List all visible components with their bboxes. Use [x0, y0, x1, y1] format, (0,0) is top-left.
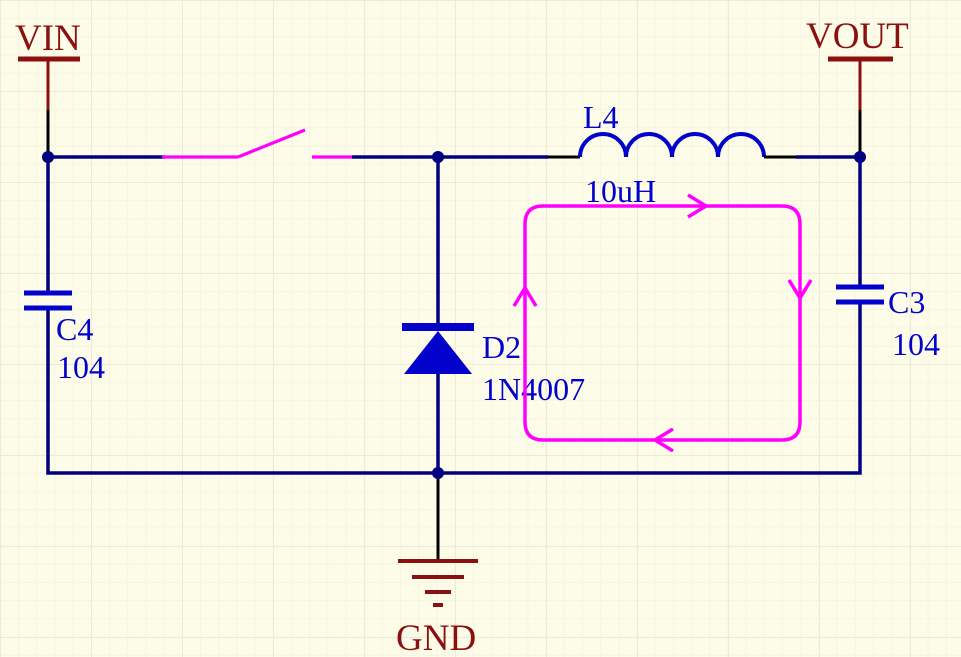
- arrow-left-icon: [651, 427, 674, 453]
- junction-dots: [42, 151, 866, 479]
- capacitor-value-label[interactable]: 104: [892, 326, 940, 362]
- arrow-right-icon: [687, 193, 710, 219]
- current-loop-annotation[interactable]: [512, 193, 813, 453]
- switch-blade: [237, 128, 306, 159]
- inductor-l4[interactable]: L4 10uH: [548, 99, 796, 209]
- capacitor-ref-label[interactable]: C3: [888, 284, 925, 320]
- inductor-ref-label[interactable]: L4: [583, 99, 619, 135]
- diode-value-label[interactable]: 1N4007: [482, 371, 585, 407]
- capacitor-ref-label[interactable]: C4: [56, 311, 93, 347]
- junction-dot: [854, 151, 866, 163]
- current-loop-path: [523, 204, 802, 442]
- power-port-vin[interactable]: VIN: [15, 18, 81, 157]
- arrow-up-icon: [512, 284, 538, 307]
- capacitor-c3[interactable]: C3 104: [836, 284, 940, 362]
- gnd-label[interactable]: GND: [396, 618, 476, 657]
- capacitor-value-label[interactable]: 104: [57, 349, 105, 385]
- power-port-vout[interactable]: VOUT: [806, 16, 909, 157]
- diode-ref-label[interactable]: D2: [482, 329, 521, 365]
- inductor-coil-icon: [578, 132, 766, 158]
- capacitor-c4[interactable]: C4 104: [24, 290, 105, 385]
- wire-net[interactable]: [46, 155, 862, 475]
- junction-dot: [42, 151, 54, 163]
- diode-d2[interactable]: D2 1N4007: [402, 323, 585, 407]
- diode-triangle-icon: [404, 331, 472, 374]
- switch-symbol[interactable]: [162, 128, 352, 159]
- junction-dot: [432, 151, 444, 163]
- junction-dot: [432, 467, 444, 479]
- arrow-down-icon: [787, 279, 813, 302]
- vin-label[interactable]: VIN: [15, 18, 81, 59]
- wire-ground-rail[interactable]: [46, 302, 862, 475]
- ground-symbol[interactable]: GND: [396, 473, 478, 657]
- vout-label[interactable]: VOUT: [806, 16, 909, 57]
- inductor-value-label[interactable]: 10uH: [585, 173, 656, 209]
